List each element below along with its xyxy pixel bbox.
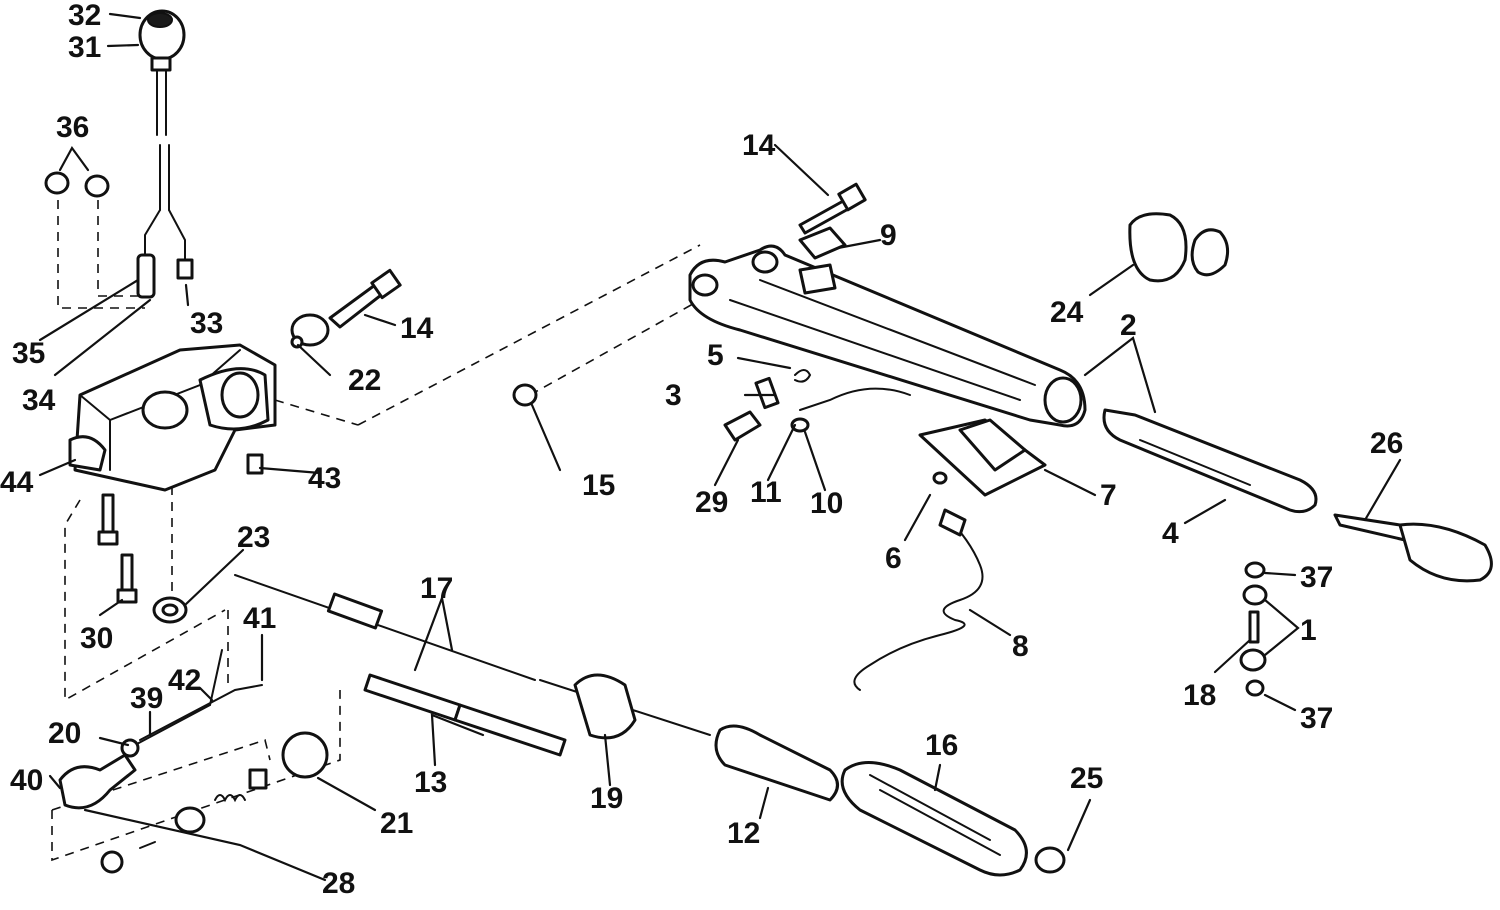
callout-40: 40 [10,764,43,797]
callout-6: 6 [885,542,902,575]
callout-15: 15 [582,469,615,502]
callout-36: 36 [56,111,89,144]
callout-28: 28 [322,867,355,900]
throttle-shaft [1102,408,1318,514]
callout-labels: 1 2 3 4 5 6 7 8 9 10 11 12 13 14 14 15 1… [0,0,1403,900]
callout-3: 3 [665,379,682,412]
callout-14-upper: 14 [742,129,776,162]
stop-wire [790,387,911,433]
stop-switch-plate [918,418,1047,497]
tubes-13 [363,673,567,757]
primer-assembly [58,649,263,810]
callout-43: 43 [308,462,341,495]
callout-31: 31 [68,31,101,64]
grip-16 [840,761,1066,877]
callout-39: 39 [130,682,163,715]
assembly-dashed-lines [51,200,701,862]
callout-30: 30 [80,622,113,655]
weight-19 [573,673,637,740]
callout-12: 12 [727,817,760,850]
grip-sleeve-12 [714,724,839,802]
callout-37-upper: 37 [1300,561,1333,594]
callout-42: 42 [168,664,201,697]
bolts-30 [97,453,264,624]
callout-24: 24 [1050,296,1084,329]
callout-23: 23 [237,521,270,554]
callout-33: 33 [190,307,223,340]
callout-26: 26 [1370,427,1403,460]
bolt-14-upper [798,182,867,260]
callout-25: 25 [1070,762,1103,795]
callout-1: 1 [1300,614,1317,647]
tiller-arm [688,244,1087,428]
callout-17: 17 [420,572,453,605]
callout-21: 21 [380,807,413,840]
small-parts-center [512,369,812,442]
callout-11: 11 [750,476,782,509]
lanyard-cord [853,508,984,691]
nuts-36 [44,171,110,198]
callout-19: 19 [590,782,623,815]
callout-32: 32 [68,0,101,32]
screw-set [1239,561,1268,697]
callout-4: 4 [1162,517,1179,550]
callout-16: 16 [925,729,958,762]
callout-44: 44 [0,466,34,499]
key-switch-harness [136,9,194,299]
bushings-24 [1128,212,1230,283]
callout-29: 29 [695,486,728,519]
callout-37-lower: 37 [1300,702,1333,735]
callout-34: 34 [22,384,56,417]
callout-41: 41 [243,602,276,635]
bracket-assembly [68,343,277,492]
callout-22: 22 [348,364,381,397]
callout-18: 18 [1183,679,1216,712]
callout-2: 2 [1120,309,1137,342]
leader-lines [38,12,1402,882]
spring-kit-28 [100,731,329,874]
callout-8: 8 [1012,630,1029,663]
callout-7: 7 [1100,479,1117,512]
end-cap-26 [1333,513,1493,583]
callout-35: 35 [12,337,45,370]
callout-20: 20 [48,717,81,750]
callout-13: 13 [414,766,447,799]
bolt-14-left [290,268,402,349]
callout-14-left: 14 [400,312,434,345]
callout-5: 5 [707,339,724,372]
callout-10: 10 [810,487,843,520]
callout-9: 9 [880,219,897,252]
